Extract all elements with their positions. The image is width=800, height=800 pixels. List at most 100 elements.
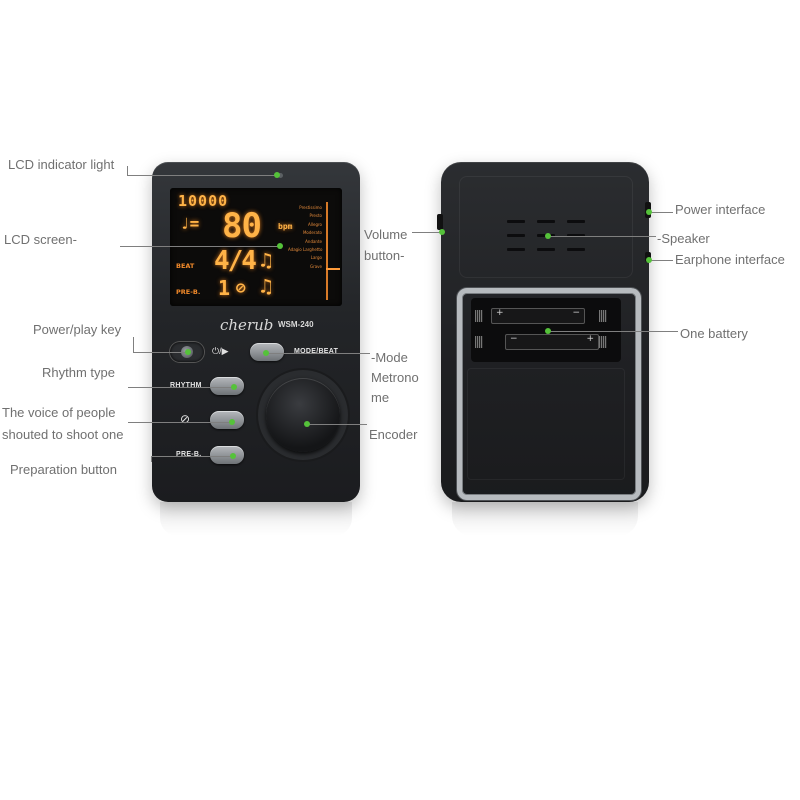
tempo-name: Largo bbox=[310, 255, 322, 261]
model-number: WSM-240 bbox=[278, 320, 314, 329]
label-encoder: Encoder bbox=[369, 427, 418, 442]
tempo-name: Prestissimo bbox=[299, 205, 322, 210]
tempo-name: Adagio Larghetto bbox=[288, 247, 323, 253]
annotation-dot bbox=[439, 229, 445, 235]
cell-sign: − bbox=[572, 308, 580, 318]
lcd-voice-icon: ⊘ bbox=[236, 278, 246, 297]
lcd-tempo-value: 80 bbox=[222, 206, 262, 246]
label-volume-line1: Volume bbox=[364, 227, 408, 242]
label-lcd-indicator-light: LCD indicator light bbox=[8, 157, 115, 172]
lcd-tempo-names: Prestissimo Presto Allegro Moderato Anda… bbox=[288, 204, 322, 271]
back-door-panel bbox=[467, 368, 625, 480]
label-lcd-screen: LCD screen- bbox=[4, 232, 77, 247]
annotation-dot bbox=[263, 350, 269, 356]
label-mode-line1: -Mode bbox=[371, 350, 408, 365]
cell-sign: + bbox=[586, 334, 594, 344]
encoder-knob[interactable] bbox=[266, 378, 340, 452]
lcd-screen: 10000 ♩= 80 bpm BEAT 4/4 ♫ PRE-B. 1 ⊘ ♫ … bbox=[170, 188, 342, 306]
annotation-dot bbox=[646, 209, 652, 215]
lcd-tempo-pointer bbox=[326, 268, 340, 270]
lcd-rhythm-note-icon-2: ♫ bbox=[260, 274, 273, 298]
label-power-interface: Power interface bbox=[675, 202, 766, 217]
volume-port[interactable] bbox=[437, 214, 443, 230]
pre-beat-label: PRE-B. bbox=[176, 451, 202, 458]
annotation-dot bbox=[304, 421, 310, 427]
battery-spring bbox=[599, 310, 607, 322]
back-device-reflection bbox=[452, 502, 638, 536]
tempo-name: Allegro bbox=[308, 221, 322, 227]
lcd-pre-value: 1 bbox=[218, 276, 231, 300]
lcd-beat-dots: 10000 bbox=[178, 192, 229, 210]
label-mode-line2: Metrono bbox=[371, 370, 419, 385]
cell-sign: + bbox=[496, 308, 504, 318]
rhythm-button[interactable] bbox=[210, 377, 244, 395]
label-one-battery: One battery bbox=[680, 326, 748, 341]
annotation-dot bbox=[185, 349, 191, 355]
tempo-name: Grave bbox=[309, 263, 322, 269]
tempo-name: Presto bbox=[309, 213, 322, 219]
leader-line bbox=[151, 456, 233, 457]
lcd-beat-value: 4/4 bbox=[214, 246, 257, 276]
front-device-reflection bbox=[160, 502, 352, 536]
tempo-name: Moderato bbox=[302, 230, 322, 236]
battery-spring bbox=[599, 336, 607, 348]
lcd-rhythm-note-icon: ♫ bbox=[260, 248, 273, 272]
lcd-tempo-unit: bpm bbox=[278, 222, 293, 231]
annotation-dot bbox=[545, 233, 551, 239]
annotation-dot bbox=[230, 453, 236, 459]
label-power-play-key: Power/play key bbox=[33, 322, 122, 337]
label-speaker: -Speaker bbox=[657, 231, 710, 246]
leader-line bbox=[120, 246, 280, 247]
battery-spring bbox=[475, 310, 483, 322]
annotation-dot bbox=[231, 384, 237, 390]
lcd-tempo-scale bbox=[326, 202, 328, 300]
pre-beat-button[interactable] bbox=[210, 446, 244, 464]
battery-cell: − + bbox=[505, 334, 599, 350]
annotation-dot bbox=[229, 419, 235, 425]
voice-count-button[interactable] bbox=[210, 411, 244, 429]
power-play-icon: ⏻/▶ bbox=[212, 346, 229, 356]
leader-line bbox=[649, 260, 673, 261]
leader-line bbox=[128, 387, 234, 388]
leader-line bbox=[649, 212, 673, 213]
battery-cell: + − bbox=[491, 308, 585, 324]
tempo-name: Andante bbox=[305, 238, 322, 244]
leader-line bbox=[127, 175, 277, 176]
leader-line bbox=[133, 337, 134, 352]
brand-logo: cherub bbox=[220, 316, 274, 334]
lcd-beat-label: BEAT bbox=[176, 262, 195, 270]
kickstand[interactable] bbox=[457, 288, 641, 500]
annotation-dot bbox=[646, 257, 652, 263]
label-preparation-button: Preparation button bbox=[10, 462, 117, 477]
lcd-indicator-light bbox=[278, 173, 283, 178]
leader-line bbox=[151, 456, 152, 462]
annotation-dot bbox=[274, 172, 280, 178]
battery-bay: + − − + bbox=[471, 298, 621, 362]
label-voice-line1: The voice of people bbox=[2, 405, 116, 420]
label-rhythm-type: Rhythm type bbox=[42, 365, 115, 380]
mode-beat-label: MODE/BEAT bbox=[294, 348, 339, 355]
back-panel-seam bbox=[459, 176, 633, 278]
rhythm-label: RHYTHM bbox=[170, 382, 202, 389]
label-voice-line2: shouted to shoot one bbox=[2, 427, 124, 442]
lcd-note-equals: ♩= bbox=[180, 214, 200, 233]
label-mode-line3: me bbox=[371, 390, 390, 405]
voice-count-icon: ⊘ bbox=[180, 412, 191, 426]
annotation-dot bbox=[277, 243, 283, 249]
leader-line bbox=[548, 236, 656, 237]
leader-line bbox=[412, 232, 440, 233]
leader-line bbox=[307, 424, 367, 425]
front-device: 10000 ♩= 80 bpm BEAT 4/4 ♫ PRE-B. 1 ⊘ ♫ … bbox=[152, 162, 360, 502]
leader-line bbox=[266, 353, 370, 354]
leader-line bbox=[127, 166, 128, 175]
label-earphone-interface: Earphone interface bbox=[675, 252, 785, 267]
leader-line bbox=[128, 422, 232, 423]
annotation-dot bbox=[545, 328, 551, 334]
leader-line bbox=[133, 352, 188, 353]
label-volume-line2: button- bbox=[364, 248, 405, 263]
battery-spring bbox=[475, 336, 483, 348]
leader-line bbox=[548, 331, 678, 332]
lcd-pre-label: PRE-B. bbox=[176, 288, 201, 296]
cell-sign: − bbox=[510, 334, 518, 344]
